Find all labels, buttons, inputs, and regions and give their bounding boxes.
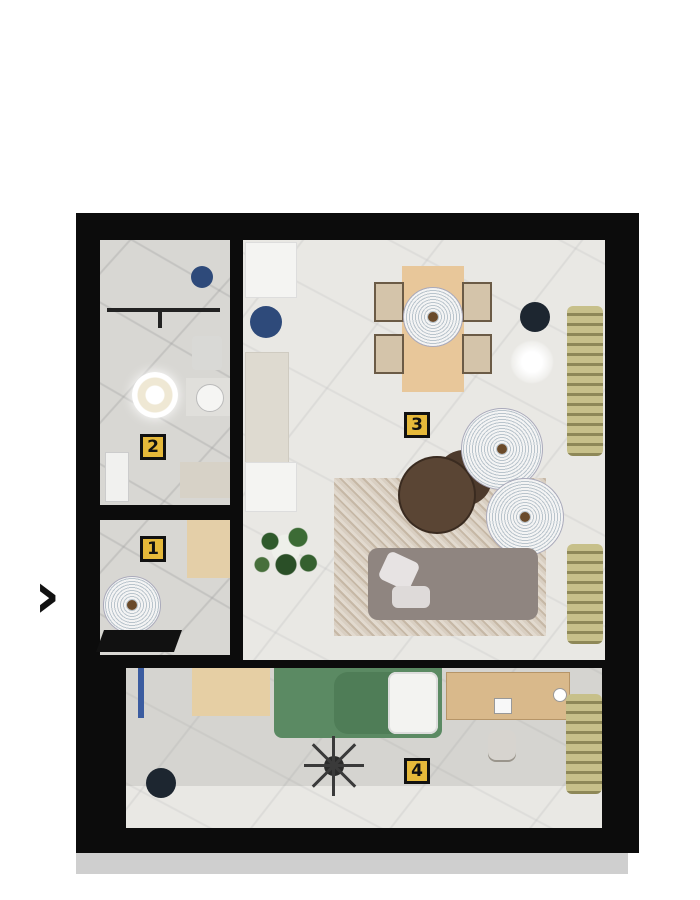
entry-pendant-light xyxy=(103,576,161,634)
kitchen-stool xyxy=(250,306,282,338)
dining-pendant-light xyxy=(403,287,463,347)
kitchen-fridge xyxy=(245,462,297,512)
potted-plant xyxy=(246,510,326,588)
dining-chair xyxy=(374,282,404,322)
shower-glass xyxy=(158,308,162,328)
floor-lamp xyxy=(520,302,550,332)
entry-mat xyxy=(95,630,183,652)
kitchen-upper-cabinet xyxy=(245,242,297,298)
shower-head xyxy=(191,266,213,288)
dining-chair xyxy=(374,334,404,374)
floor-lamp-glow xyxy=(510,340,554,384)
curtain xyxy=(567,544,603,644)
room-label-2: 2 xyxy=(140,434,166,460)
coffee-table xyxy=(400,458,474,532)
room-label-3: 3 xyxy=(404,412,430,438)
room-label-1: 1 xyxy=(140,536,166,562)
desk-chair xyxy=(488,730,516,760)
toilet xyxy=(192,336,222,370)
plan-shadow xyxy=(76,850,628,874)
shower-enclosure xyxy=(107,308,220,312)
chandelier xyxy=(298,730,370,802)
curtain xyxy=(567,306,603,456)
room-label-4: 4 xyxy=(404,758,430,784)
desk-laptop xyxy=(494,698,512,714)
dining-chair xyxy=(462,334,492,374)
living-pendant-light xyxy=(486,478,564,556)
bath-sink-bowl xyxy=(196,384,224,412)
bedroom-floor-lamp xyxy=(146,768,176,798)
bath-shelf xyxy=(105,452,129,502)
entrance-arrow-icon: › xyxy=(34,559,61,633)
bed-pillow xyxy=(388,672,438,734)
bedroom-dresser xyxy=(192,668,270,716)
living-pendant-light xyxy=(461,408,543,490)
kitchen-counter xyxy=(245,352,289,464)
dining-chair xyxy=(462,282,492,322)
bath-vanity xyxy=(180,462,230,498)
sofa-cushion xyxy=(392,586,430,608)
desk-lamp xyxy=(553,688,567,702)
bath-pendant-light xyxy=(132,372,178,418)
curtain xyxy=(566,694,602,794)
bedroom-wardrobe-edge xyxy=(138,668,144,718)
entry-cabinet xyxy=(187,520,230,578)
